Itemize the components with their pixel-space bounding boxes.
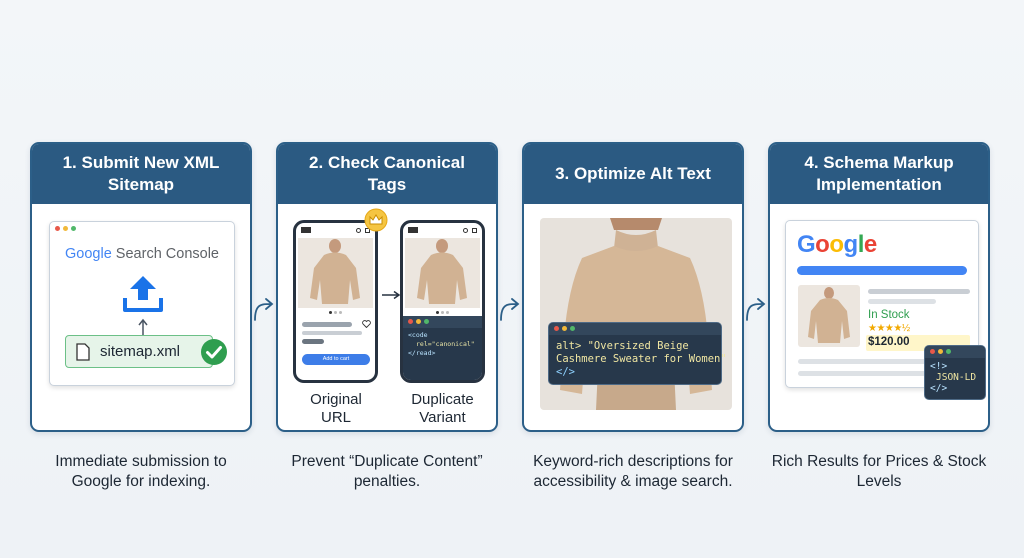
- carousel-dots: [436, 311, 449, 314]
- step-title: 2. Check Canonical Tags: [278, 144, 496, 204]
- search-icon: [463, 227, 468, 233]
- step-card-alt-text: 3. Optimize Alt Text alt> "Oversized Bei…: [522, 142, 744, 432]
- code-line: Cashmere Sweater for Women": [556, 353, 727, 365]
- window-controls: [50, 222, 234, 235]
- step-title: 1. Submit New XML Sitemap: [32, 144, 250, 204]
- step-caption: Rich Results for Prices & Stock Levels: [771, 453, 987, 490]
- code-line: </read>: [408, 349, 436, 357]
- original-phone: Add to cart: [293, 220, 378, 383]
- check-circle-icon: [201, 339, 227, 365]
- google-letter: o: [815, 231, 830, 258]
- step-card-schema: 4. Schema Markup Implementation Google I…: [768, 142, 990, 432]
- small-arrow-icon: [138, 318, 148, 335]
- sitemap-file-box: sitemap.xml: [65, 335, 213, 368]
- google-letter: e: [863, 231, 877, 258]
- duplicate-phone: <code rel="canonical" </read>: [400, 220, 485, 383]
- duplicate-variant-label: Duplicate Variant: [411, 391, 474, 426]
- google-logo: Google: [797, 231, 877, 259]
- google-letter: l: [857, 231, 865, 258]
- arrow-right-icon: [382, 290, 401, 300]
- bag-icon: [365, 227, 370, 233]
- search-icon: [356, 227, 361, 233]
- google-letter: o: [829, 231, 844, 258]
- result-snippet-line: [798, 359, 926, 364]
- code-line: rel="canonical": [416, 340, 475, 348]
- step-card-sitemap: 1. Submit New XML Sitemap Google Search …: [30, 142, 252, 432]
- search-console-word: Search Console: [111, 246, 219, 262]
- google-word: Google: [65, 246, 112, 262]
- product-image: [405, 238, 480, 308]
- code-line: </>: [556, 366, 575, 378]
- result-url-line: [868, 299, 936, 304]
- window-controls: [549, 323, 721, 335]
- code-line: <!>: [930, 361, 948, 372]
- step-caption: Immediate submission to Google for index…: [55, 453, 227, 490]
- code-line: alt> "Oversized Beige: [556, 340, 689, 352]
- flow-arrow-icon: [746, 298, 766, 321]
- step-card-canonical: 2. Check Canonical Tags Add to cart: [276, 142, 498, 432]
- result-title-line: [868, 289, 970, 294]
- code-line: JSON-LD: [936, 372, 977, 383]
- crown-icon: [364, 208, 388, 232]
- product-image: [298, 238, 373, 308]
- stock-status: In Stock: [868, 309, 910, 321]
- product-name-line: [302, 322, 352, 327]
- result-thumbnail: [798, 285, 860, 347]
- heart-icon: [362, 320, 371, 328]
- step-title: 4. Schema Markup Implementation: [770, 144, 988, 204]
- price-value: $120.00: [868, 336, 910, 348]
- original-url-label: Original URL: [310, 391, 362, 426]
- step-caption: Prevent “Duplicate Content” penalties.: [291, 453, 483, 490]
- phone-topbar: [403, 223, 482, 237]
- code-line: <code: [408, 331, 428, 339]
- result-snippet-line: [798, 371, 926, 376]
- upload-icon: [123, 276, 163, 312]
- step-caption: Keyword-rich descriptions for accessibil…: [533, 453, 733, 490]
- json-ld-code-panel: <!> JSON-LD </>: [924, 345, 986, 400]
- file-icon: [76, 343, 90, 361]
- search-console-window: Google Search Console sitemap.xml: [49, 221, 235, 386]
- carousel-dots: [329, 311, 342, 314]
- canonical-code-panel: <code rel="canonical" </read>: [403, 316, 482, 380]
- product-price-line: [302, 339, 324, 344]
- phone-topbar: [296, 223, 375, 237]
- sitemap-filename: sitemap.xml: [100, 343, 181, 360]
- google-letter: G: [797, 231, 816, 258]
- window-controls: [925, 346, 985, 358]
- search-console-title: Google Search Console: [50, 246, 234, 262]
- search-bar[interactable]: [797, 266, 967, 275]
- add-to-cart-button[interactable]: Add to cart: [302, 354, 370, 365]
- bag-icon: [472, 227, 477, 233]
- window-controls: [403, 316, 482, 328]
- alt-text-code-panel: alt> "Oversized Beige Cashmere Sweater f…: [548, 322, 727, 385]
- google-letter: g: [843, 231, 859, 258]
- rating-stars: ★★★★½: [868, 323, 910, 334]
- flow-arrow-icon: [254, 298, 274, 321]
- code-line: </>: [930, 383, 948, 394]
- flow-arrow-icon: [500, 298, 520, 321]
- product-detail-line: [302, 331, 362, 335]
- step-title: 3. Optimize Alt Text: [524, 144, 742, 204]
